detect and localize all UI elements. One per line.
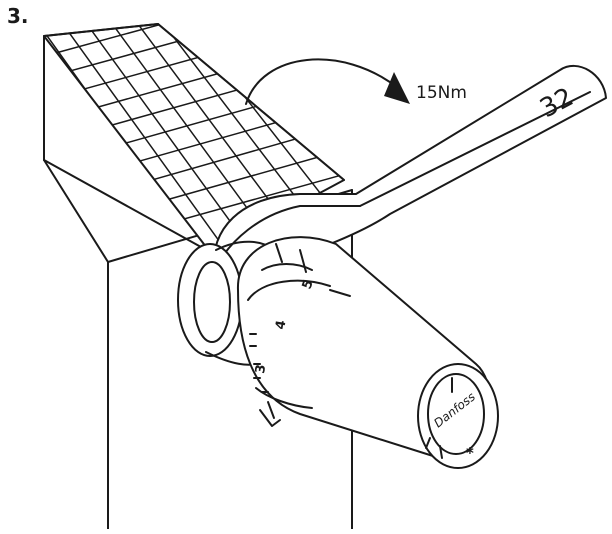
torque-label: 15Nm bbox=[416, 83, 467, 103]
thermostat-head bbox=[236, 236, 499, 469]
rotation-arrow bbox=[245, 58, 410, 105]
snowflake-icon: * bbox=[466, 444, 474, 462]
dial-setting-3: 3 bbox=[253, 364, 269, 375]
step-number: 3. bbox=[7, 4, 29, 28]
dial-setting-4: 4 bbox=[273, 319, 289, 331]
